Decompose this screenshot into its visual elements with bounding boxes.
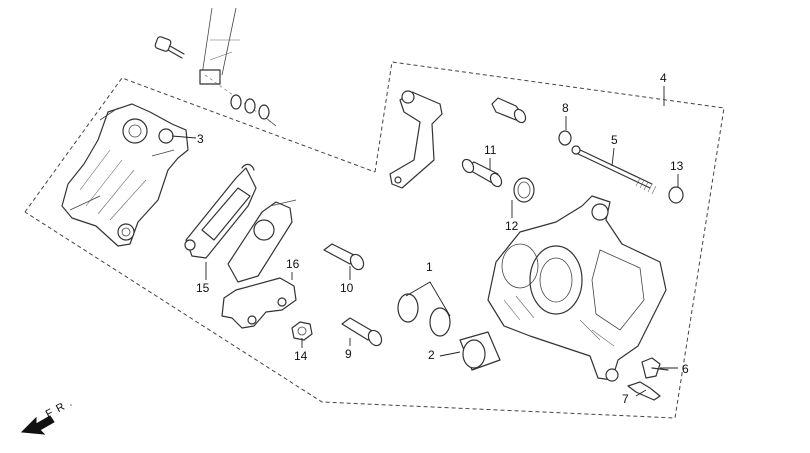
caliper-body (487, 195, 667, 382)
brake-pad (184, 163, 257, 259)
direction-arrow-icon (20, 415, 55, 435)
pad-shim (227, 199, 297, 283)
callout-7: 7 (622, 392, 629, 406)
caliper-bracket (61, 103, 189, 247)
pad-spring (221, 277, 297, 329)
slide-boot (491, 97, 527, 124)
callout-4: 4 (660, 71, 667, 85)
callout-9: 9 (345, 347, 352, 361)
piston-seals (397, 293, 451, 337)
bushing (461, 158, 503, 188)
right-group-boundary (24, 61, 725, 419)
direction-label: F R . (44, 397, 75, 421)
slide-pin-lower (341, 317, 383, 347)
nut (291, 321, 313, 341)
callout-14: 14 (294, 349, 308, 363)
callout-13: 13 (670, 159, 684, 173)
callout-2: 2 (428, 348, 435, 362)
dust-cap (513, 177, 535, 203)
pad-pin (571, 145, 657, 195)
callout-10: 10 (340, 281, 354, 295)
callout-1: 1 (426, 260, 433, 274)
piston (459, 331, 501, 371)
callout-12: 12 (505, 219, 519, 233)
o-ring (558, 130, 572, 146)
callout-3: 3 (197, 132, 204, 146)
callout-15: 15 (196, 281, 210, 295)
callout-6: 6 (682, 362, 689, 376)
callout-11: 11 (484, 143, 497, 157)
top-bolt (154, 36, 185, 59)
leader-lines (171, 86, 679, 397)
left-group-boundary (24, 77, 376, 213)
callout-8: 8 (562, 101, 569, 115)
bleeder-cap (627, 381, 661, 401)
bleeder-screw (641, 357, 669, 379)
washer-stack (230, 94, 277, 127)
slide-pin-upper (323, 243, 365, 271)
front-direction-indicator: F R . (20, 397, 75, 435)
callout-5: 5 (611, 133, 618, 147)
callout-16: 16 (286, 257, 300, 271)
plug-cap (668, 186, 684, 204)
pad-retainer-bracket (389, 90, 443, 189)
